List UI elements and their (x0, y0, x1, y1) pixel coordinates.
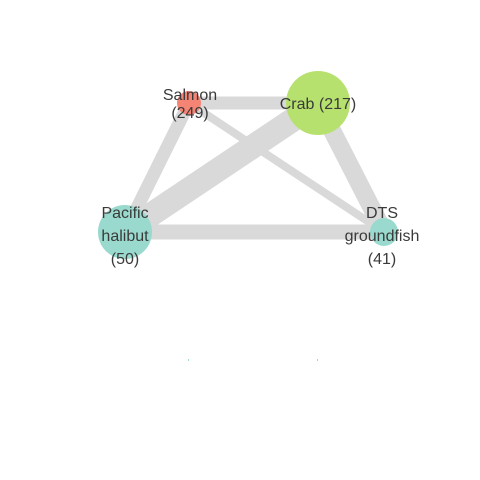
node-label-line: (249) (171, 105, 208, 122)
node-label-line: (50) (111, 251, 139, 268)
node-label-line: halibut (101, 228, 149, 245)
node-label-halibut: Pacific halibut (50) (101, 205, 149, 268)
node-crab (286, 71, 350, 135)
node-label-line: Pacific (101, 205, 148, 222)
node-label-line: groundfish (345, 228, 420, 245)
labels-layer: Salmon(249) Crab (217) Pacific halibut (50) D… (101, 87, 419, 268)
node-label-line: DTS (366, 205, 398, 222)
node-label-line: (41) (368, 251, 396, 268)
node-label-line: Crab (217) (280, 96, 356, 113)
node-halibut (98, 205, 152, 259)
node-label-salmon: Salmon(249) (163, 87, 217, 122)
edge-salmon-dts (186, 99, 387, 236)
node-label-dts: DTS groundfish (41) (345, 205, 420, 268)
legend-mark-2 (317, 359, 318, 361)
nodes-layer (98, 71, 398, 259)
edges-layer (118, 93, 393, 242)
edge-crab-halibut (118, 93, 325, 242)
node-dts (370, 218, 398, 246)
legend-mark-1 (188, 359, 189, 361)
node-salmon (177, 91, 201, 115)
node-label-line: Salmon (163, 87, 217, 104)
node-label-crab: Crab (217) (280, 96, 356, 113)
